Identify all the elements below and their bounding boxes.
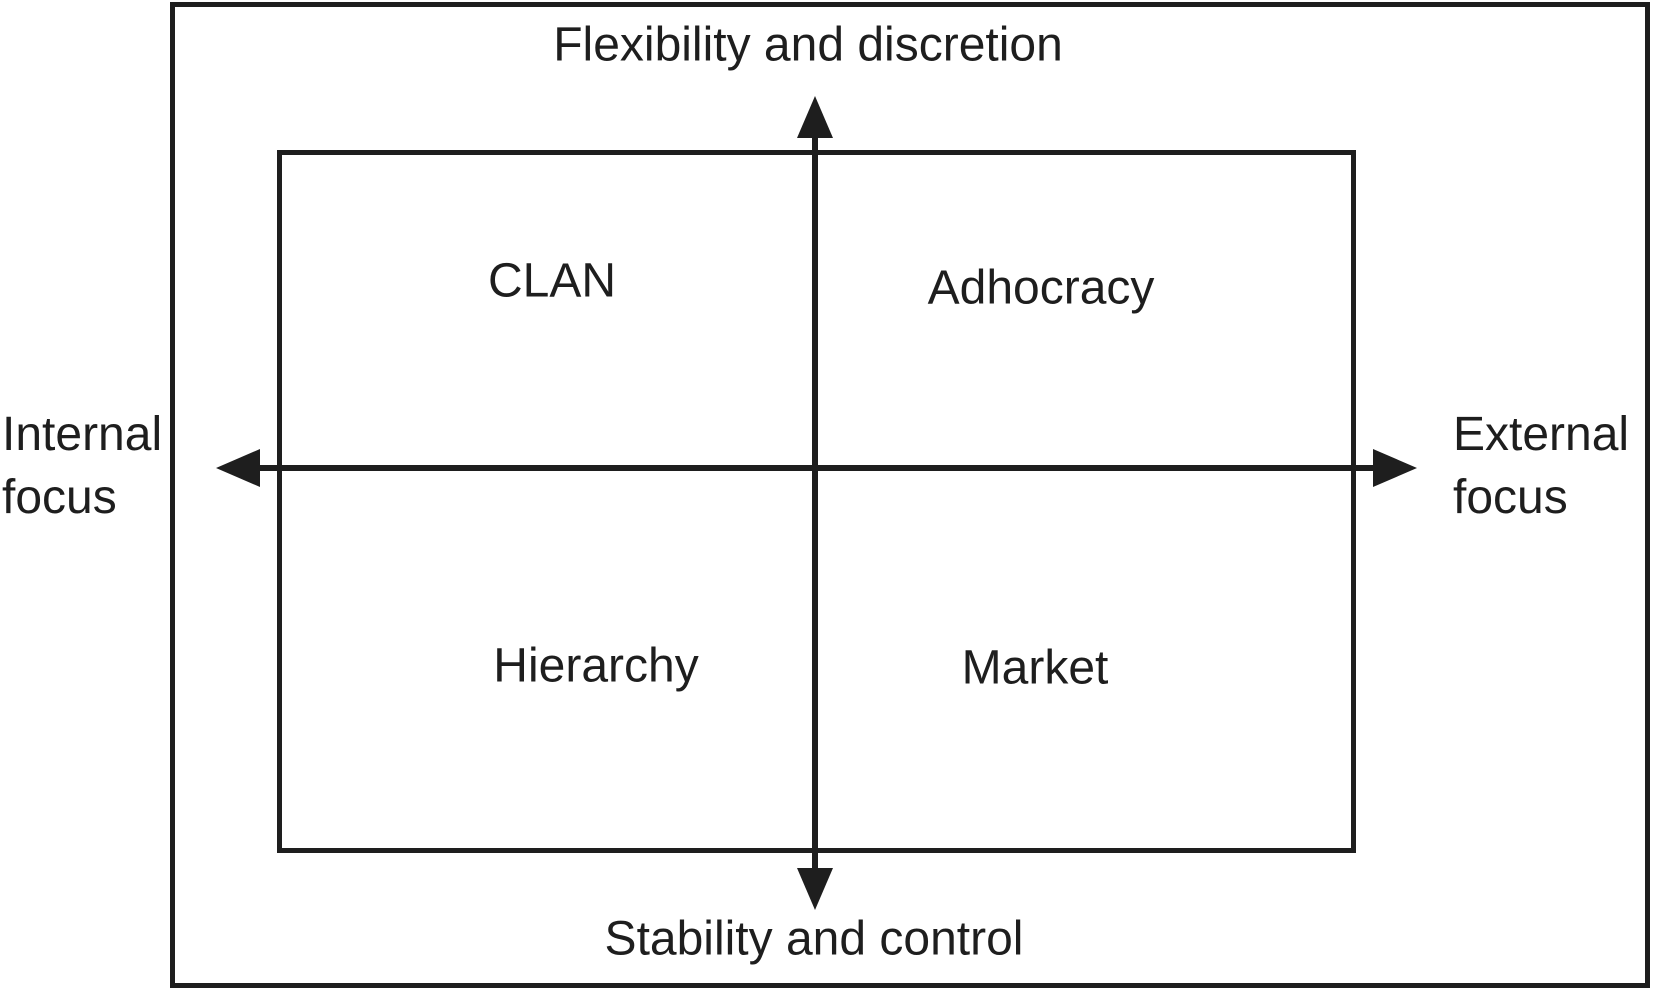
axis-label-internal-line1: Internal [2,408,163,461]
quadrant-label-adhocracy: Adhocracy [927,261,1155,315]
quadrant-label-hierarchy: Hierarchy [493,639,699,693]
axis-label-external-line2: focus [1453,471,1568,524]
axis-label-stability: Stability and control [604,912,1024,966]
axis-label-external-focus: External focus [1453,403,1629,529]
axis-label-external-line1: External [1453,408,1630,461]
axis-label-internal-focus: Internal focus [2,403,162,529]
quadrant-label-market: Market [961,641,1109,695]
axis-label-flexibility: Flexibility and discretion [553,18,1063,72]
quadrant-box [277,150,1356,853]
quadrant-label-clan: CLAN [487,254,617,308]
axis-label-internal-line2: focus [2,471,117,524]
